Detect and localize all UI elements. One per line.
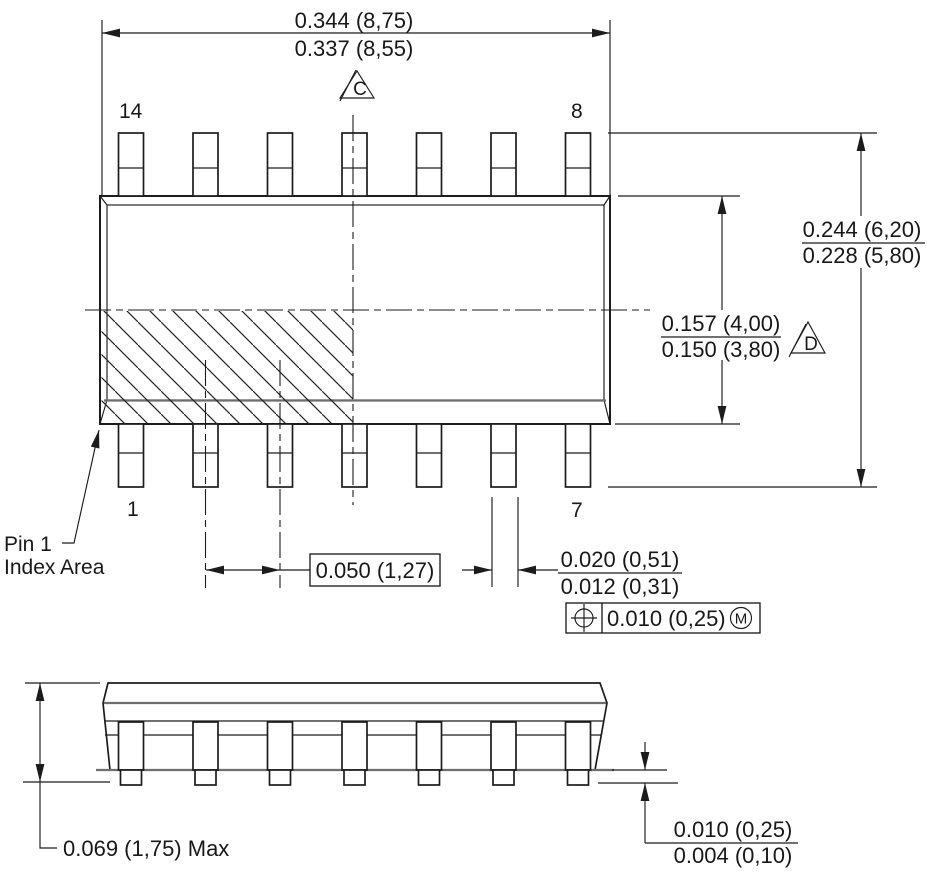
lead [564,132,592,197]
dim-pitch-value: 0.050 (1,27) [316,558,435,583]
basic-dimension-box [309,553,441,587]
triangle-slash [339,69,357,102]
lead [490,132,517,197]
dim-body-width-max: 0.157 (4,00) [662,311,781,336]
dim-overall-width-min: 0.337 (8,55) [295,36,414,61]
fcf-tolerance-value: 0.010 (0,25) [607,606,726,631]
lead [341,721,368,786]
top-leads [117,132,592,197]
dim-body-width: 0.157 (4,00) 0.150 (3,80) [615,195,781,425]
fcf-modifier-letter: M [735,611,748,628]
dim-standoff-max: 0.010 (0,25) [674,817,793,842]
lead [266,132,294,197]
datum-d-flag: D [788,320,826,358]
datum-d-letter: D [804,334,818,355]
lead [415,423,443,488]
body-corner-bevel [603,399,611,425]
bottom-leads [117,423,592,488]
pin-number-8: 8 [571,100,583,123]
dim-pitch: 0.050 (1,27) [206,553,441,587]
body-corner-bevel [99,195,108,206]
datum-c-letter: C [353,79,367,100]
pin-number-14: 14 [119,100,143,123]
pin1-label-line2: Index Area [4,556,105,579]
lead [490,721,517,786]
lead [266,721,294,786]
dim-overall-width-max: 0.344 (8,75) [295,8,414,33]
dim-overall-width: 0.344 (8,75) 0.337 (8,55) [101,8,611,196]
dim-height-value: 0.069 (1,75) Max [63,836,229,861]
lead [415,721,443,786]
lead [192,721,219,786]
leader-line [39,782,57,849]
body-corner-bevel [603,195,611,206]
pin-number-7: 7 [571,499,583,522]
pin1-index-hatch-area [101,311,353,423]
pin-number-1: 1 [127,498,139,521]
dim-lead-span: 0.244 (6,20) 0.228 (5,80) [608,132,925,488]
lead [490,423,517,488]
side-view: 0.069 (1,75) Max 0.010 (0,25) 0.004 (0,1… [23,682,798,868]
dim-body-width-min: 0.150 (3,80) [662,337,781,362]
pin1-label-line1: Pin 1 [4,533,52,556]
lead [341,132,368,197]
dim-lead-span-min: 0.228 (5,80) [803,243,922,268]
lead [564,423,592,488]
lead [117,132,145,197]
dim-lead-width: 0.020 (0,51) 0.012 (0,31) [462,497,682,599]
dim-lead-width-min: 0.012 (0,31) [561,574,680,599]
dim-height: 0.069 (1,75) Max [23,682,229,861]
top-view: 14 8 1 7 0.344 (8,75) 0.337 (8,55) C 0.2… [4,8,925,634]
pin1-index-callout: Pin 1 Index Area [4,429,105,579]
leader-line [62,429,100,544]
dim-lead-span-max: 0.244 (6,20) [803,217,922,242]
lead [192,132,219,197]
datum-c-flag: C [338,69,376,102]
lead [341,423,368,488]
position-tolerance-icon [571,604,597,632]
dim-standoff-min: 0.004 (0,10) [674,843,793,868]
dim-standoff: 0.010 (0,25) 0.004 (0,10) [598,742,798,868]
lead [564,721,592,786]
triangle-slash [788,323,807,358]
fcf-frame [565,602,761,634]
lead [415,132,443,197]
lead [117,721,145,786]
lead [117,423,145,488]
mmc-modifier-icon: M [729,606,753,630]
feature-control-frame: 0.010 (0,25) M [565,602,761,634]
dim-lead-width-max: 0.020 (0,51) [561,547,680,572]
